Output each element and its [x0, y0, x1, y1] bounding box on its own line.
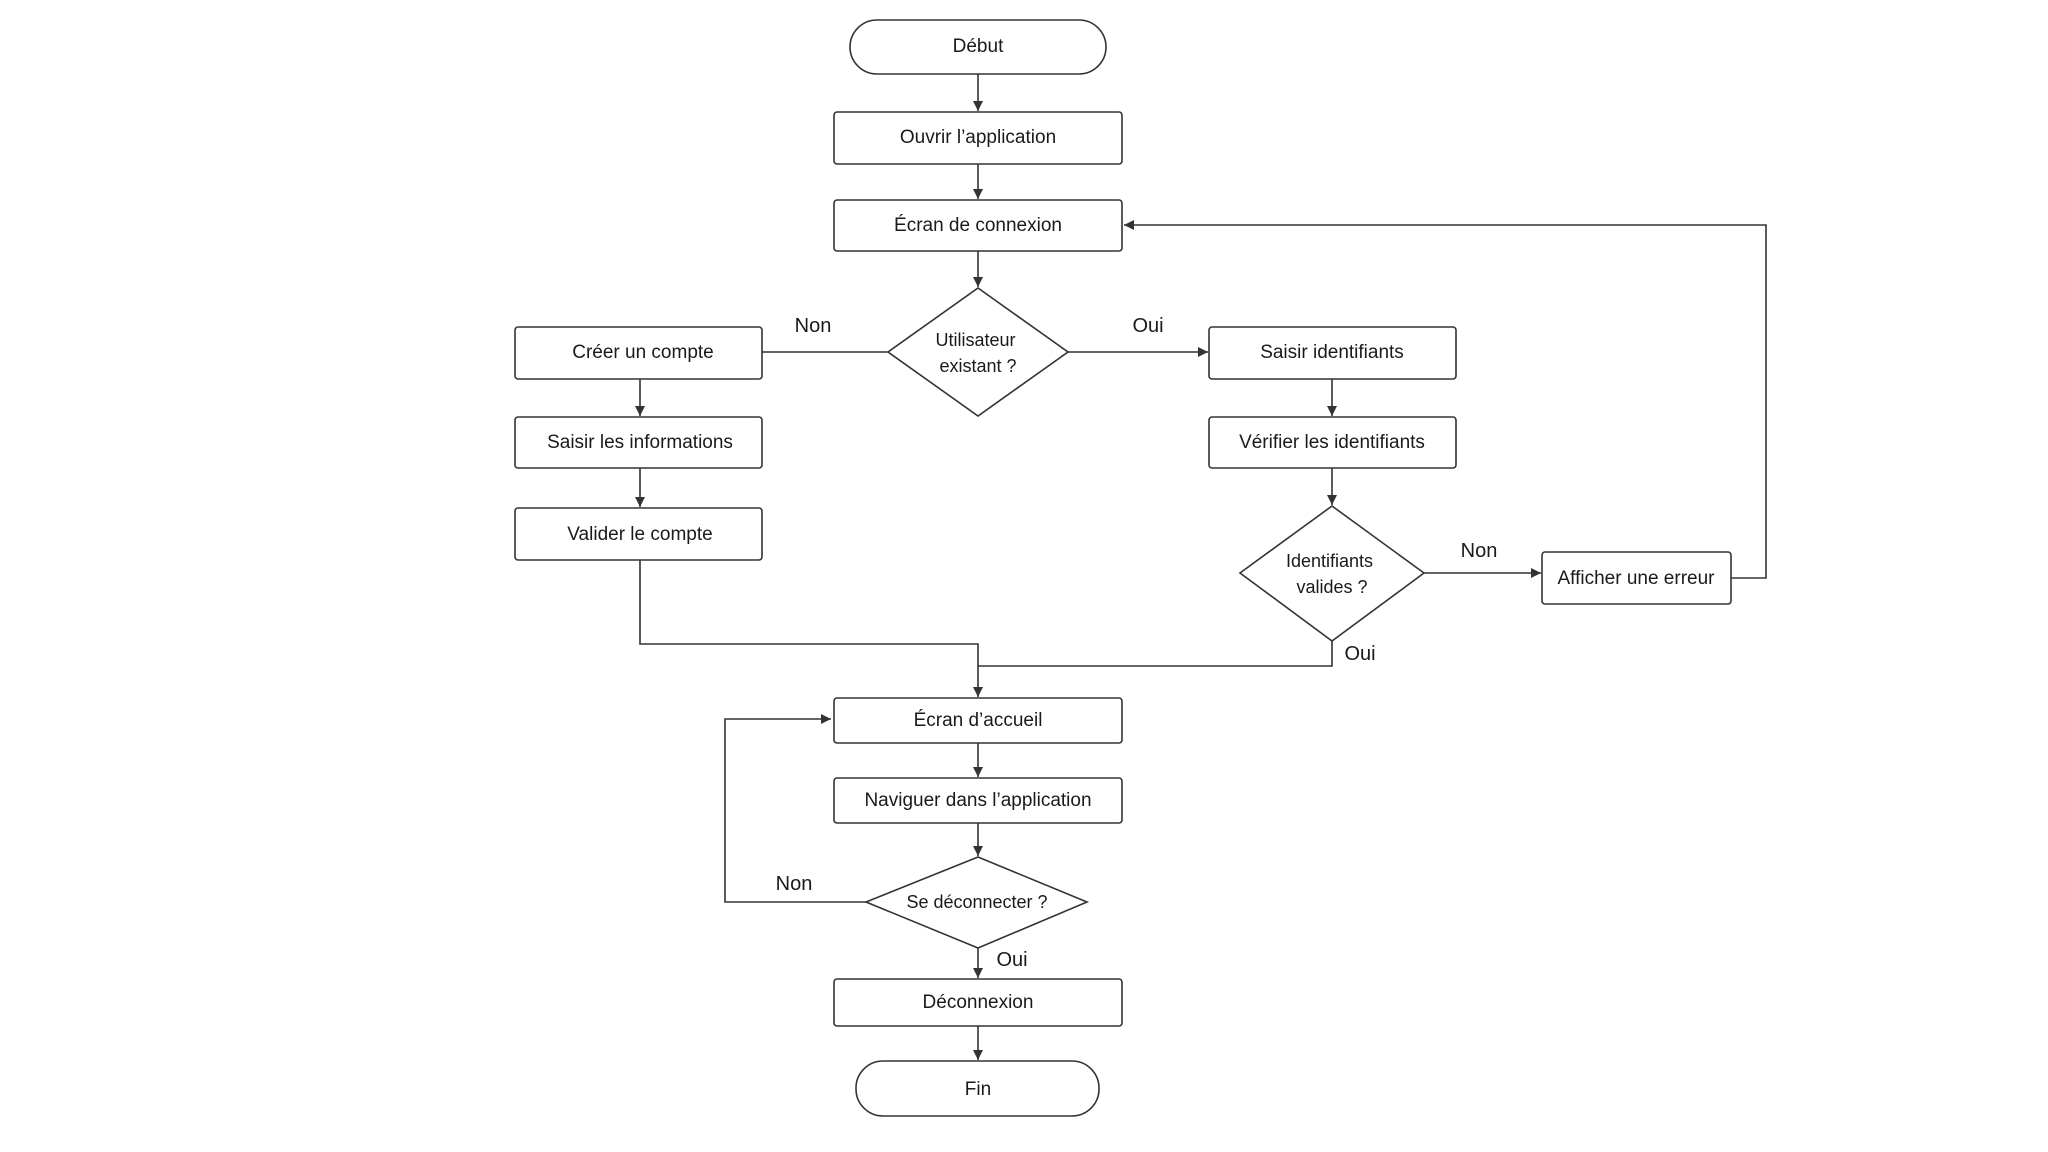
create-account-node: Créer un compte	[514, 326, 763, 380]
start-node: Début	[849, 19, 1107, 75]
end-label: Fin	[965, 1079, 991, 1100]
home-screen-label: Écran d’accueil	[914, 710, 1043, 731]
valid-no-label: Non	[1461, 540, 1498, 562]
login-screen-shape	[833, 199, 1123, 252]
show-error-label: Afficher une erreur	[1557, 568, 1715, 589]
enter-credentials-shape	[1208, 326, 1457, 380]
valid-credentials-label-line-1: Identifiants	[1286, 551, 1373, 571]
login-screen-label: Écran de connexion	[894, 215, 1062, 236]
existing-yes-label: Oui	[1132, 315, 1163, 337]
connector-valid-yes	[978, 641, 1333, 667]
start-shape	[849, 19, 1107, 75]
logout-question-label: Se déconnecter ?	[906, 892, 1047, 912]
navigate-app-node: Naviguer dans l’application	[833, 777, 1123, 824]
edge-labels: Non Oui Non Oui Non Oui	[776, 315, 1498, 971]
logout-node: Déconnexion	[833, 978, 1123, 1027]
connector-validate-to-home	[639, 560, 983, 697]
verify-credentials-node: Vérifier les identifiants	[1208, 416, 1457, 469]
show-error-shape	[1541, 551, 1732, 605]
enter-credentials-node: Saisir identifiants	[1208, 326, 1457, 380]
login-screen-node: Écran de connexion	[833, 199, 1123, 252]
validate-account-node: Valider le compte	[514, 507, 763, 561]
validate-account-label: Valider le compte	[567, 524, 712, 545]
navigate-app-label: Naviguer dans l’application	[864, 790, 1091, 811]
create-account-shape	[514, 326, 763, 380]
logout-label: Déconnexion	[923, 992, 1034, 1013]
logout-yes-label: Oui	[996, 949, 1027, 971]
verify-credentials-shape	[1208, 416, 1457, 469]
open-app-shape	[833, 111, 1123, 165]
logout-question-shape	[863, 856, 1090, 949]
existing-no-label: Non	[795, 315, 832, 337]
show-error-node: Afficher une erreur	[1541, 551, 1732, 605]
validate-account-shape	[514, 507, 763, 561]
home-screen-node: Écran d’accueil	[833, 697, 1123, 744]
home-screen-shape	[833, 697, 1123, 744]
open-app-label: Ouvrir l’application	[900, 127, 1056, 148]
enter-information-node: Saisir les informations	[514, 416, 763, 469]
existing-user-decision: Utilisateur existant ?	[886, 287, 1070, 417]
valid-credentials-shape	[1238, 505, 1426, 642]
valid-credentials-label-line-2: valides ?	[1296, 577, 1367, 597]
connector-logout-no	[724, 714, 866, 903]
existing-user-label-line-1: Utilisateur	[935, 330, 1015, 350]
existing-user-shape	[886, 287, 1070, 417]
logout-question-decision: Se déconnecter ?	[863, 856, 1090, 949]
enter-credentials-label: Saisir identifiants	[1260, 342, 1404, 363]
navigate-app-shape	[833, 777, 1123, 824]
connectors	[635, 74, 1767, 1060]
valid-credentials-label: Identifiants valides ?	[1286, 551, 1378, 597]
start-label: Début	[953, 36, 1004, 57]
existing-user-label-line-2: existant ?	[939, 356, 1016, 376]
enter-information-label: Saisir les informations	[547, 432, 733, 453]
end-node: Fin	[855, 1060, 1100, 1117]
valid-credentials-decision: Identifiants valides ?	[1238, 505, 1426, 642]
verify-credentials-label: Vérifier les identifiants	[1239, 432, 1425, 453]
create-account-label: Créer un compte	[572, 342, 714, 363]
open-app-node: Ouvrir l’application	[833, 111, 1123, 165]
existing-user-label: Utilisateur existant ?	[935, 330, 1020, 376]
connector-error-to-login	[1124, 220, 1767, 579]
logout-shape	[833, 978, 1123, 1027]
logout-no-label: Non	[776, 873, 813, 895]
enter-information-shape	[514, 416, 763, 469]
end-shape	[855, 1060, 1100, 1117]
valid-yes-label: Oui	[1344, 643, 1375, 665]
